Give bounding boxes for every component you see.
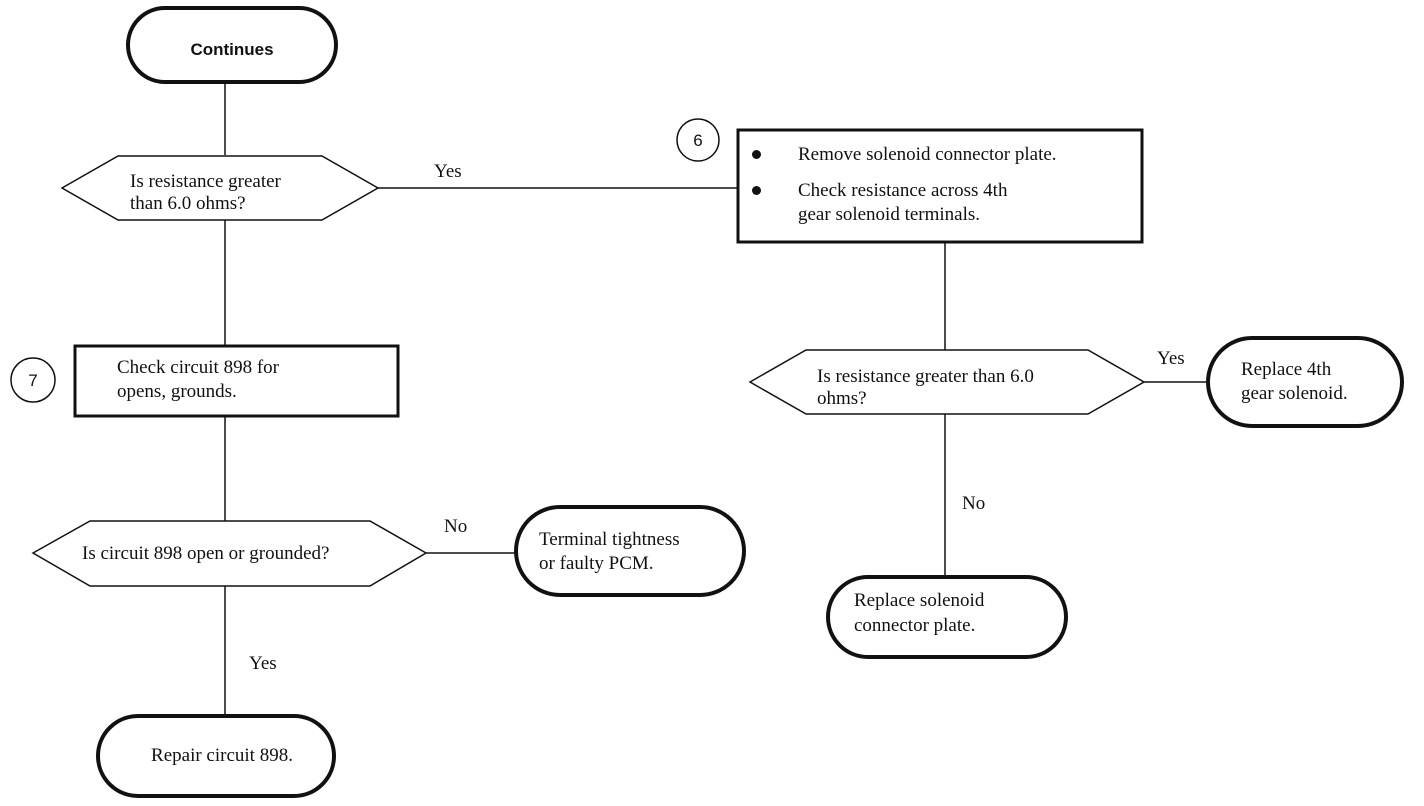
q-resistance-right-line1: Is resistance greater than 6.0 [817, 366, 1034, 387]
step6-bullet2-line1: Check resistance across 4th [798, 180, 1008, 201]
step6-bullet-2 [752, 186, 761, 195]
replace-4th-line1: Replace 4th [1241, 359, 1332, 380]
terminal-tightness-line1: Terminal tightness [539, 529, 680, 550]
replace-plate-line2: connector plate. [854, 615, 976, 636]
terminal-continues [126, 6, 338, 84]
repair-circuit-text: Repair circuit 898. [151, 745, 293, 766]
terminal-terminal-tightness [514, 505, 746, 597]
terminal-tightness-line2: or faulty PCM. [539, 553, 654, 574]
replace-plate-line1: Replace solenoid [854, 590, 985, 611]
continues-label: Continues [190, 40, 274, 59]
edge-label-yes-repair: Yes [249, 653, 277, 674]
step6-bullet1-text: Remove solenoid connector plate. [798, 144, 1057, 165]
process-step7 [73, 344, 400, 418]
step7-circle [10, 357, 56, 403]
q-resistance-left-line1: Is resistance greater [130, 171, 281, 192]
step6-circle [676, 118, 720, 162]
edge-label-yes-replace4th: Yes [1157, 348, 1185, 369]
process-step6 [736, 128, 1144, 244]
decision-resistance-right [748, 349, 1146, 415]
terminal-replace-4th [1206, 336, 1404, 428]
q-circuit-text: Is circuit 898 open or grounded? [82, 543, 330, 564]
step7-number: 7 [28, 371, 38, 390]
q-resistance-left-line2: than 6.0 ohms? [130, 193, 246, 214]
q-resistance-right-line2: ohms? [817, 388, 867, 409]
step6-bullet2-line2: gear solenoid terminals. [798, 204, 981, 225]
step7-line1: Check circuit 898 for [117, 357, 279, 378]
step7-line2: opens, grounds. [117, 381, 237, 402]
step6-number: 6 [693, 131, 703, 150]
edge-label-yes-step6: Yes [434, 161, 462, 182]
decision-circuit [31, 520, 428, 587]
terminal-repair-circuit [96, 714, 336, 798]
replace-4th-line2: gear solenoid. [1241, 383, 1348, 404]
edge-label-no-replace-plate: No [962, 493, 986, 514]
decision-resistance-left [60, 155, 380, 221]
terminal-replace-plate [826, 575, 1068, 659]
edge-label-no-terminal: No [444, 516, 468, 537]
step6-bullet-1 [752, 150, 761, 159]
